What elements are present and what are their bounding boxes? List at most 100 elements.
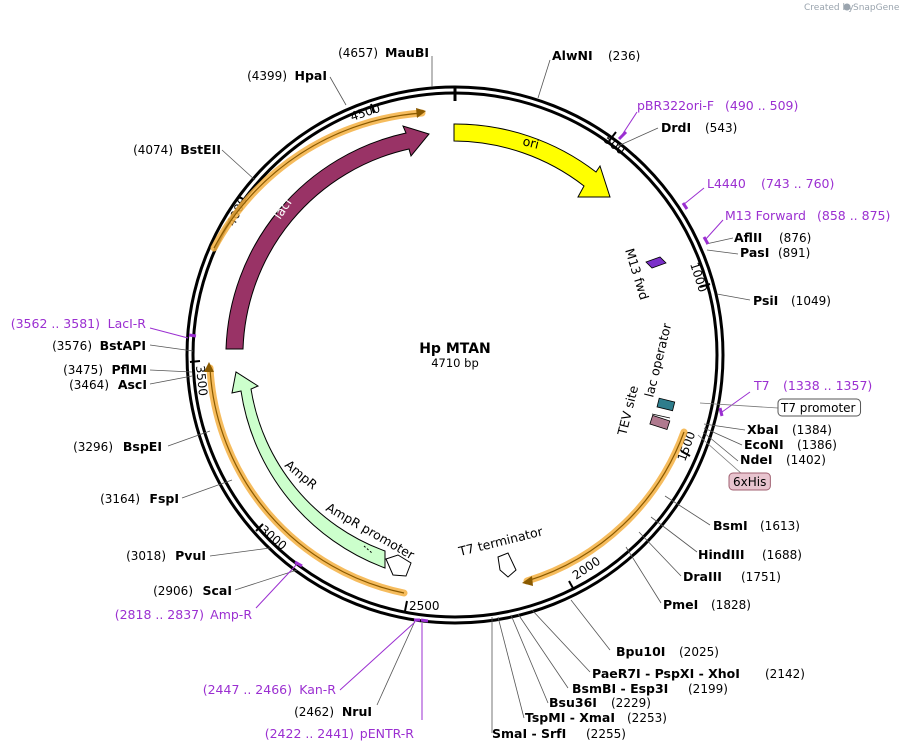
enzyme-position: (2255) <box>586 727 626 741</box>
six-his-leader <box>697 434 743 475</box>
primer-laci-r[interactable]: (3562 .. 3581) LacI-R <box>11 316 147 331</box>
enzyme-name: DrdI <box>661 120 691 135</box>
enzyme-site-bsmbi[interactable]: BsmBI - Esp3I (2199) <box>572 681 728 696</box>
enzyme-name: AflII <box>734 230 762 245</box>
ori-arrow <box>453 123 611 198</box>
ori-feature[interactable]: ori <box>453 123 611 198</box>
enzyme-site-aflii[interactable]: AflII (876) <box>734 230 811 245</box>
ampr-promoter-boundary <box>363 545 373 554</box>
primer-name: Kan-R <box>299 682 336 697</box>
primer-range: (2818 .. 2837) <box>115 607 204 622</box>
enzyme-site-pasi[interactable]: PasI (891) <box>740 245 810 260</box>
enzyme-site-bsu36i[interactable]: Bsu36I (2229) <box>549 695 651 710</box>
enzyme-site-paer7i[interactable]: PaeR7I - PspXI - XhoI (2142) <box>592 666 805 681</box>
enzyme-leader-lines <box>149 56 751 733</box>
enzyme-site-ndei[interactable]: NdeI (1402) <box>740 452 826 467</box>
enzyme-name: PmeI <box>663 597 698 612</box>
enzyme-site-psii[interactable]: PsiI (1049) <box>753 293 831 308</box>
enzyme-site-pmei[interactable]: PmeI (1828) <box>663 597 751 612</box>
primer-name: pENTR-R <box>360 726 415 741</box>
enzyme-position: (2229) <box>611 696 651 710</box>
enzyme-name: Bsu36I <box>549 695 597 710</box>
laci-orf-line <box>213 112 423 249</box>
primer-t7[interactable]: T7 (1338 .. 1357) <box>753 378 872 393</box>
t7-terminator-label: T7 terminator <box>456 523 545 559</box>
enzyme-site-pvui[interactable]: (3018) PvuI <box>126 548 206 563</box>
enzyme-position: (3164) <box>100 492 140 506</box>
primer-name: LacI-R <box>108 316 147 331</box>
primer-kan-r[interactable]: (2447 .. 2466) Kan-R <box>203 682 337 697</box>
enzyme-position: (3296) <box>73 440 113 454</box>
m13-fwd-feature[interactable]: M13 fwd <box>622 246 667 302</box>
ampr-feature[interactable]: AmpR <box>231 371 386 569</box>
enzyme-site-asci[interactable]: (3464) AscI <box>69 377 147 392</box>
enzyme-site-hindiii[interactable]: HindIII (1688) <box>698 547 802 562</box>
enzyme-site-econi[interactable]: EcoNI (1386) <box>744 437 837 452</box>
enzyme-site-fspi[interactable]: (3164) FspI <box>100 491 179 506</box>
enzyme-site-bstapi[interactable]: (3576) BstAPI <box>52 338 146 353</box>
lac-operator-label: lac operator <box>641 321 674 399</box>
enzyme-position: (1828) <box>711 598 751 612</box>
primer-name: M13 Forward <box>725 208 806 223</box>
enzyme-site-bsteii[interactable]: (4074) BstEII <box>133 142 221 157</box>
credit-prefix: Created by <box>804 3 854 13</box>
primer-markers <box>149 111 751 720</box>
enzyme-name: PflMI <box>111 362 147 377</box>
lac-operator-feature[interactable]: lac operator <box>641 321 676 412</box>
primer-pentr-r[interactable]: (2422 .. 2441) pENTR-R <box>265 726 415 741</box>
t7-promoter-label-box[interactable]: T7 promoter <box>777 398 862 417</box>
enzyme-site-bsmi[interactable]: BsmI (1613) <box>713 518 800 533</box>
enzyme-position: (2253) <box>627 711 667 725</box>
primer-range: (2447 .. 2466) <box>203 682 292 697</box>
m13-fwd-label: M13 fwd <box>622 246 652 301</box>
enzyme-name: NdeI <box>740 452 773 467</box>
enzyme-position: (3475) <box>63 363 103 377</box>
enzyme-position: (4399) <box>247 69 287 83</box>
enzyme-site-scai[interactable]: (2906) ScaI <box>153 583 232 598</box>
enzyme-site-maubi[interactable]: (4657) MauBI <box>338 45 429 60</box>
enzyme-position: (876) <box>779 231 811 245</box>
enzyme-site-alwni[interactable]: AlwNI (236) <box>552 48 640 63</box>
enzyme-position: (1402) <box>786 453 826 467</box>
enzyme-name: SmaI - SrfI <box>492 726 566 741</box>
enzyme-site-pflmi[interactable]: (3475) PflMI <box>63 362 147 377</box>
enzyme-position: (1751) <box>741 570 781 584</box>
enzyme-position: (2906) <box>153 584 193 598</box>
enzyme-position: (236) <box>608 49 640 63</box>
enzyme-name: TspMI - XmaI <box>525 710 615 725</box>
enzyme-name: PasI <box>740 245 769 260</box>
enzyme-position: (4657) <box>338 46 378 60</box>
enzyme-site-tspmi[interactable]: TspMI - XmaI (2253) <box>525 710 667 725</box>
enzyme-name: BstEII <box>180 142 221 157</box>
t7-terminator-arrow <box>497 552 517 578</box>
t7-terminator-feature[interactable]: T7 terminator <box>456 523 545 578</box>
enzyme-name: Bpu10I <box>616 644 665 659</box>
enzyme-position: (4074) <box>133 143 173 157</box>
enzyme-site-nrui[interactable]: (2462) NruI <box>294 704 372 719</box>
ampr-orf-arrowhead <box>204 362 214 372</box>
lac-operator-box <box>656 397 676 412</box>
enzyme-site-smai[interactable]: SmaI - SrfI (2255) <box>492 726 626 741</box>
enzyme-site-xbai[interactable]: XbaI (1384) <box>747 422 832 437</box>
enzyme-site-draiii[interactable]: DraIII (1751) <box>683 569 781 584</box>
enzyme-site-bspei[interactable]: (3296) BspEI <box>73 439 162 454</box>
primer-m13-forward[interactable]: M13 Forward (858 .. 875) <box>725 208 890 223</box>
primer-l4440[interactable]: L4440 (743 .. 760) <box>707 176 834 191</box>
enzyme-site-hpai[interactable]: (4399) HpaI <box>247 68 327 83</box>
six-his-label-box[interactable]: 6xHis <box>728 472 771 491</box>
enzyme-position: (1049) <box>791 294 831 308</box>
laci-feature[interactable]: lacI <box>225 125 430 350</box>
enzyme-position: (1384) <box>792 423 832 437</box>
primer-range: (3562 .. 3581) <box>11 316 100 331</box>
enzyme-site-bpu10i[interactable]: Bpu10I (2025) <box>616 644 719 659</box>
enzyme-position: (2025) <box>679 645 719 659</box>
orf-highlights <box>204 108 688 597</box>
tick-label-2500: 2500 <box>409 599 440 613</box>
enzyme-name: AlwNI <box>552 48 593 63</box>
credit-brand: SnapGene <box>853 3 900 13</box>
primer-amp-r[interactable]: (2818 .. 2837) Amp-R <box>115 607 253 622</box>
primer-pbr322ori-f[interactable]: pBR322ori-F (490 .. 509) <box>637 98 798 113</box>
enzyme-site-drdi[interactable]: DrdI (543) <box>661 120 737 135</box>
insert-orf-highlight <box>523 428 688 585</box>
